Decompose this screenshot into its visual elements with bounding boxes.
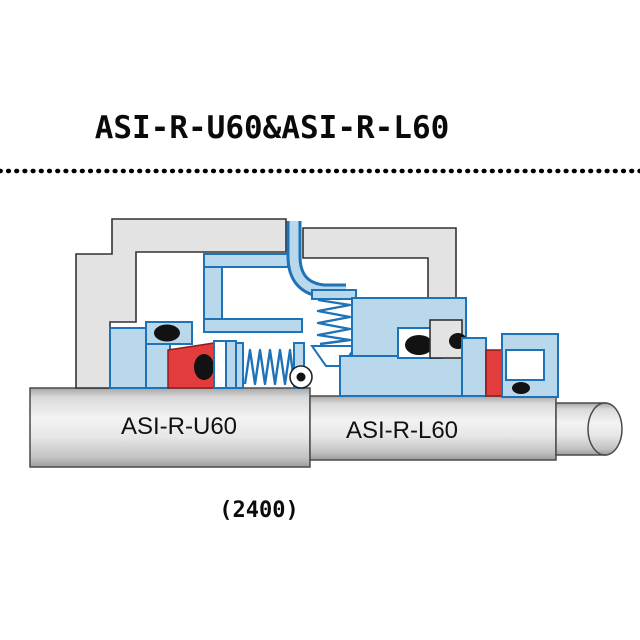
oring-right-main: [405, 335, 433, 355]
sleeve-block-left: [145, 343, 171, 389]
seal-face-rotating-left: [225, 340, 237, 389]
set-screw-ball: [289, 365, 313, 389]
oring-left-lower: [194, 354, 214, 380]
shaft-step-section: [309, 395, 557, 461]
elastomer-ring-right: [485, 349, 503, 397]
retainer-top-arm: [203, 253, 289, 268]
seal-body-lower-right: [339, 355, 483, 397]
retainer-plate-right: [461, 337, 487, 397]
oring-left-upper: [154, 324, 180, 342]
shaft-main-section: [29, 387, 311, 468]
oring-right-end: [512, 382, 530, 394]
spring-left: [243, 348, 296, 386]
shaft-end-cap: [587, 402, 623, 456]
spring-retainer-left: [203, 253, 303, 333]
diagram-title: ASI-R-U60&ASI-R-L60: [94, 110, 450, 146]
retainer-bottom-arm: [203, 318, 303, 333]
shaft: [29, 387, 623, 468]
end-gland-groove: [505, 349, 545, 381]
model-caption: (2400): [219, 498, 299, 523]
shaft-label-left: ASI-R-U60: [121, 413, 237, 440]
shaft-label-right: ASI-R-L60: [346, 417, 458, 444]
spring-right: [316, 298, 352, 346]
right-seal-assembly: [310, 289, 559, 398]
spring-plate-right: [311, 289, 357, 300]
spring-plate-left: [235, 342, 244, 389]
set-screw-ball-center: [296, 372, 306, 382]
drive-collar-left: [109, 327, 147, 389]
left-seal-assembly: [109, 321, 305, 389]
seal-face-stationary-left: [213, 340, 227, 389]
